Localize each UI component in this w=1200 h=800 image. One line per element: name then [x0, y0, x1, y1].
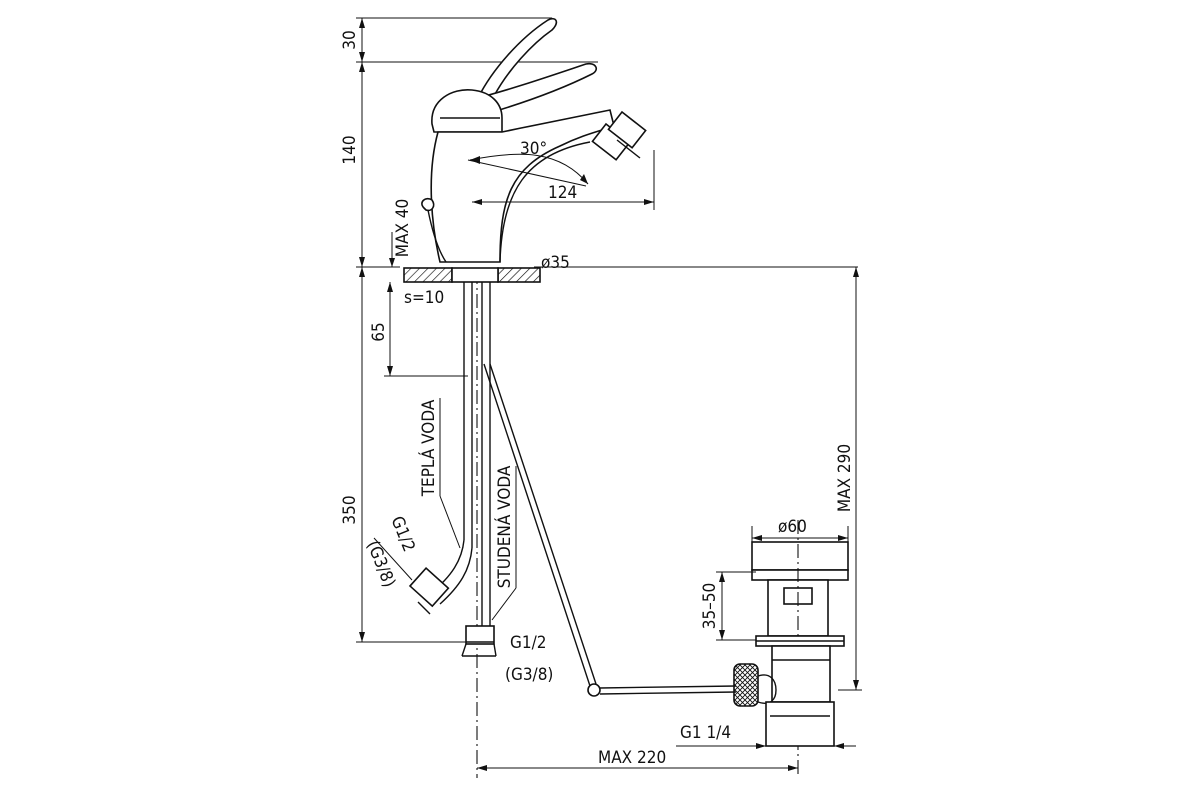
- faucet-body: 30° 124: [421, 17, 655, 263]
- dim-max-height: MAX 290: [835, 444, 855, 512]
- knurled-nut: [733, 663, 759, 707]
- dim-base-diameter: ø35: [541, 253, 570, 273]
- dim-drain-range: 35–50: [700, 583, 720, 630]
- label-warm-water: TEPLÁ VODA: [417, 399, 439, 497]
- label-cold-water: STUDENÁ VODA: [493, 465, 515, 588]
- inlet-nut: [465, 625, 495, 645]
- max-deck-dimension: MAX 40: [389, 199, 413, 267]
- dim-drain-diameter: ø60: [778, 517, 807, 537]
- warm-hose-nut: [408, 567, 450, 608]
- rod-pivot: [587, 683, 601, 697]
- popup-knob: [421, 197, 435, 212]
- label-hose-thread-alt: (G3/8): [362, 538, 399, 590]
- mounting-plate: ø35 s=10: [403, 253, 858, 308]
- label-hose-thread: G1/2: [387, 513, 419, 554]
- hose-thread-labels: G1/2 (G3/8): [362, 513, 418, 590]
- lever-handle: [468, 62, 598, 115]
- faucet-body-shell: [430, 109, 615, 263]
- warm-water-label-group: TEPLÁ VODA: [417, 398, 461, 549]
- dim-deck-s: s=10: [404, 288, 444, 308]
- left-vertical-dimensions: 30 140 350: [340, 17, 598, 643]
- dim-shank: 65: [369, 322, 389, 341]
- drain-flange: [751, 541, 849, 571]
- cold-water-label-group: STUDENÁ VODA: [491, 465, 517, 621]
- hoses: [408, 282, 497, 657]
- drain-dimensions: ø60 35–50 G1 1/4: [676, 517, 856, 749]
- label-inlet-thread: G1/2: [510, 633, 546, 653]
- dim-hose-length: 350: [340, 495, 360, 524]
- dim-max-deck: MAX 40: [393, 199, 413, 257]
- dim-handle-travel: 30: [340, 30, 360, 49]
- lever-handle-raised: [476, 17, 558, 99]
- drain-assembly: [733, 520, 849, 778]
- dim-swivel-angle: 30°: [520, 139, 547, 159]
- drain-outlet: [765, 701, 835, 747]
- shank-dimension: 65: [369, 282, 468, 377]
- dim-spout-reach: 124: [548, 183, 577, 203]
- aerator: [591, 110, 647, 161]
- dim-body-height: 140: [340, 135, 360, 164]
- max-height-dimension: MAX 290: [835, 267, 862, 691]
- cartridge-cap: [431, 89, 503, 133]
- label-drain-thread: G1 1/4: [680, 723, 731, 743]
- max-reach-dimension: MAX 220: [477, 748, 798, 771]
- dim-max-reach: MAX 220: [598, 748, 666, 768]
- popup-rod: [483, 363, 737, 697]
- label-inlet-thread-alt: (G3/8): [505, 665, 553, 685]
